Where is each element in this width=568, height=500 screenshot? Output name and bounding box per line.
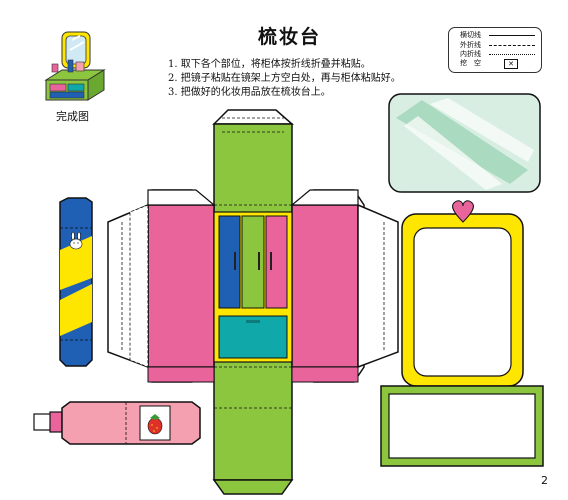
instruction-step-1: 1. 取下各个部位，将柜体按折线折叠并粘贴。 bbox=[168, 59, 371, 70]
instruction-step-2: 2. 把镜子粘贴在镜架上方空白处，再与柜体粘贴好。 bbox=[168, 73, 401, 84]
cutout-x-icon: ✕ bbox=[504, 59, 518, 69]
heart-icon bbox=[452, 200, 474, 223]
blue-bottle-piece bbox=[59, 197, 93, 367]
legend-row-cutout: 挖 空 bbox=[460, 59, 481, 68]
legend-dashdot-line bbox=[489, 54, 535, 55]
bunny-icon bbox=[69, 231, 83, 250]
mirror-glass-piece bbox=[388, 93, 541, 193]
strawberry-icon bbox=[147, 414, 163, 435]
legend-row-inner-fold: 内折线 bbox=[460, 50, 481, 59]
mirror-frame-piece bbox=[380, 200, 544, 467]
legend-label: 挖 空 bbox=[460, 59, 481, 67]
instruction-step-3: 3. 把做好的化妆用品放在梳妆台上。 bbox=[168, 87, 331, 98]
line-legend: 横切线 外折线 内折线 挖 空 ✕ bbox=[448, 27, 542, 73]
legend-label: 外折线 bbox=[460, 41, 481, 49]
legend-label: 内折线 bbox=[460, 50, 481, 58]
legend-row-cut: 横切线 bbox=[460, 31, 481, 40]
finished-vanity-preview bbox=[44, 31, 106, 101]
legend-row-outer-fold: 外折线 bbox=[460, 41, 481, 50]
legend-solid-line bbox=[489, 35, 535, 36]
cabinet-net bbox=[107, 109, 399, 495]
instructions-list: 1. 取下各个部位，将柜体按折线折叠并粘贴。 2. 把镜子粘贴在镜架上方空白处，… bbox=[168, 58, 401, 100]
legend-label: 横切线 bbox=[460, 31, 481, 39]
page-title: 梳妆台 bbox=[258, 26, 322, 48]
page-number: 2 bbox=[541, 474, 548, 487]
pink-bottle-piece bbox=[33, 401, 201, 445]
legend-dashed-line bbox=[489, 45, 535, 46]
preview-caption: 完成图 bbox=[56, 110, 89, 123]
